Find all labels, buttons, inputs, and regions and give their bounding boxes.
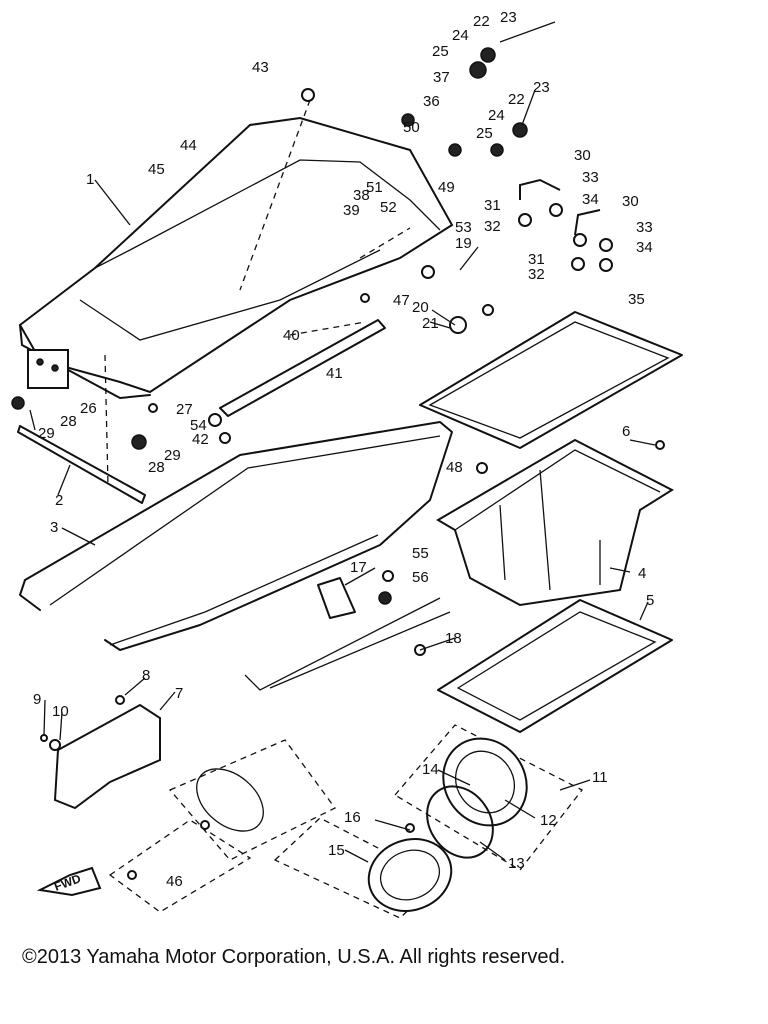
callout-24b: 24: [488, 107, 505, 124]
callout-56: 56: [412, 569, 429, 586]
leader-lines: [29, 21, 656, 863]
callout-54: 54: [190, 417, 207, 434]
callout-29b: 29: [164, 447, 181, 464]
hardware: [11, 47, 665, 880]
callout-40: 40: [283, 327, 300, 344]
callout-47: 47: [393, 292, 410, 309]
callout-17: 17: [350, 559, 367, 576]
callout-50: 50: [403, 119, 420, 136]
callout-4: 4: [638, 565, 646, 582]
callout-45: 45: [148, 161, 165, 178]
callout-32a: 32: [484, 218, 501, 235]
rail-3: [19, 421, 453, 651]
callout-37: 37: [433, 69, 450, 86]
callout-16: 16: [344, 809, 361, 826]
callout-9: 9: [33, 691, 41, 708]
callout-26: 26: [80, 400, 97, 417]
callout-14: 14: [422, 761, 439, 778]
callout-43: 43: [252, 59, 269, 76]
callout-42: 42: [192, 431, 209, 448]
callout-3: 3: [50, 519, 58, 536]
screen-46: [168, 739, 336, 861]
callout-24a: 24: [452, 27, 469, 44]
callout-2: 2: [55, 492, 63, 509]
callout-35: 35: [628, 291, 645, 308]
bracket-7: [53, 703, 161, 810]
intake-assembly-11: [273, 724, 583, 919]
callout-15: 15: [328, 842, 345, 859]
callout-13: 13: [508, 855, 525, 872]
callout-44: 44: [180, 137, 197, 154]
hood-cover: [18, 116, 454, 399]
callout-19: 19: [455, 235, 472, 252]
bar-41: [219, 319, 386, 417]
callout-31a: 31: [484, 197, 501, 214]
callout-23a: 23: [500, 9, 517, 26]
callout-34a: 34: [582, 191, 599, 208]
callout-39: 39: [343, 202, 360, 219]
callout-34b: 34: [636, 239, 653, 256]
callout-23b: 23: [533, 79, 550, 96]
callout-41: 41: [326, 365, 343, 382]
callout-29a: 29: [38, 425, 55, 442]
callout-labels: 1 2 3 4 5 6 7 8 9 10 11 12 13 14 15 16 1…: [33, 9, 654, 890]
callout-12: 12: [540, 812, 557, 829]
gasket-35: [419, 311, 683, 449]
callout-18: 18: [445, 630, 462, 647]
callout-52: 52: [380, 199, 397, 216]
callout-22a: 22: [473, 13, 490, 30]
callout-25b: 25: [476, 125, 493, 142]
plate-5: [437, 599, 673, 733]
callout-53: 53: [455, 219, 472, 236]
callout-8: 8: [142, 667, 150, 684]
callout-30a: 30: [574, 147, 591, 164]
callout-1: 1: [86, 171, 94, 188]
callout-51: 51: [366, 179, 383, 196]
callout-10: 10: [52, 703, 69, 720]
callout-7: 7: [175, 685, 183, 702]
callout-28a: 28: [60, 413, 77, 430]
callout-49: 49: [438, 179, 455, 196]
callout-33b: 33: [636, 219, 653, 236]
tray-4: [436, 438, 675, 607]
callout-46: 46: [166, 873, 183, 890]
callout-20: 20: [412, 299, 429, 316]
copyright-notice: ©2013 Yamaha Motor Corporation, U.S.A. A…: [22, 946, 566, 968]
bracket-17: [317, 577, 356, 619]
callout-22b: 22: [508, 91, 525, 108]
callout-28b: 28: [148, 459, 165, 476]
callout-31b: 31: [528, 251, 545, 268]
fwd-arrow-icon: FWD: [36, 866, 102, 897]
callout-5: 5: [646, 592, 654, 609]
callout-32b: 32: [528, 266, 545, 283]
callout-27: 27: [176, 401, 193, 418]
rod-2: [17, 425, 146, 504]
callout-55: 55: [412, 545, 429, 562]
callout-33a: 33: [582, 169, 599, 186]
callout-25a: 25: [432, 43, 449, 60]
callout-30b: 30: [622, 193, 639, 210]
callout-11: 11: [592, 769, 608, 786]
callout-38: 38: [353, 187, 370, 204]
callout-48: 48: [446, 459, 463, 476]
callout-36: 36: [423, 93, 440, 110]
callout-6: 6: [622, 423, 630, 440]
callout-21: 21: [422, 315, 439, 332]
exploded-parts-diagram: FWD 1 2 3 4 5 6 7 8 9: [11, 9, 683, 919]
